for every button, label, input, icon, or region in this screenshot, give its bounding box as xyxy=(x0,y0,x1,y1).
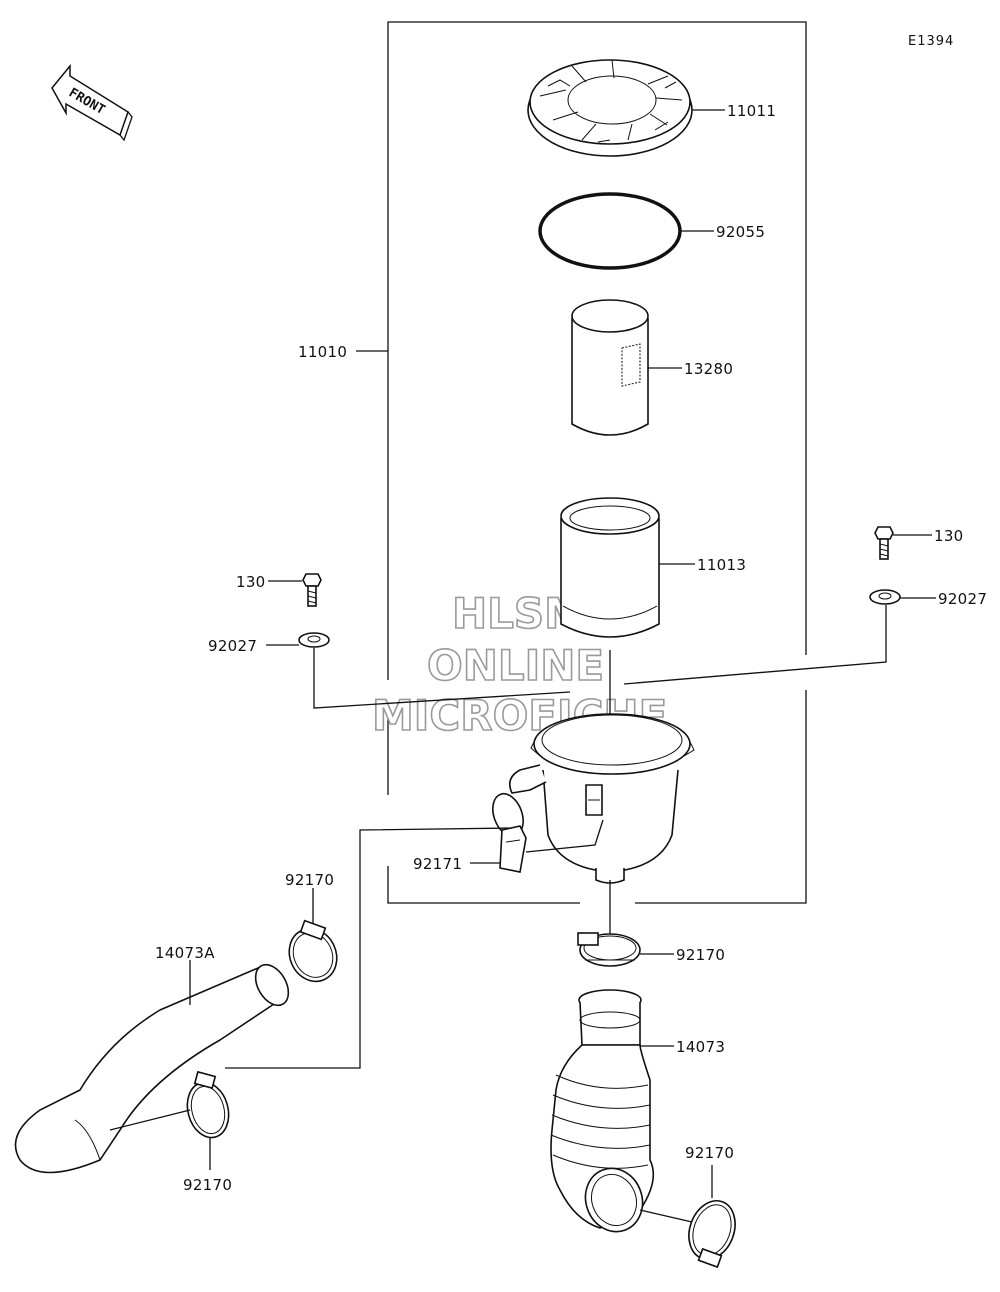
part-14073-bellows: 14073 xyxy=(550,989,725,1233)
label-92170-center: 92170 xyxy=(676,946,725,964)
part-11013-filter: 11013 xyxy=(560,497,746,638)
label-14073: 14073 xyxy=(676,1038,725,1056)
label-92170-bottom-right: 92170 xyxy=(685,1144,734,1162)
part-92170-clamp-center: 92170 xyxy=(577,932,725,967)
part-130-bolt-right: 130 xyxy=(874,526,964,560)
label-130-left: 130 xyxy=(236,573,266,591)
label-11011: 11011 xyxy=(727,102,776,120)
part-14073A-duct: 14073A xyxy=(14,944,290,1174)
label-92027-right: 92027 xyxy=(938,590,987,608)
part-92171-clip: 92171 xyxy=(413,819,604,873)
label-11010: 11010 xyxy=(298,343,347,361)
diagram-code: E1394 xyxy=(908,34,954,49)
part-92027-washer-left: 92027 xyxy=(208,632,330,655)
label-14073A: 14073A xyxy=(155,944,215,962)
label-11013: 11013 xyxy=(697,556,746,574)
part-92170-clamp-top: 92170 xyxy=(285,871,338,983)
part-92055-oring: 92055 xyxy=(538,192,765,270)
part-13280-element: 13280 xyxy=(571,299,733,436)
part-92170-clamp-bottom-right: 92170 xyxy=(639,1144,736,1269)
label-92171: 92171 xyxy=(413,855,462,873)
label-92027-left: 92027 xyxy=(208,637,257,655)
part-130-bolt-left: 130 xyxy=(236,573,322,607)
label-92055: 92055 xyxy=(716,223,765,241)
front-arrow-icon: FRONT xyxy=(51,63,133,142)
part-11011-cover: 11011 xyxy=(527,59,776,157)
watermark-line-2: ONLINE xyxy=(427,641,604,690)
label-92170-top: 92170 xyxy=(285,871,334,889)
label-92170-bottom-left: 92170 xyxy=(183,1176,232,1194)
label-13280: 13280 xyxy=(684,360,733,378)
part-92027-washer-right: 92027 xyxy=(869,589,987,608)
label-130-right: 130 xyxy=(934,527,964,545)
part-92170-clamp-bottom-left: 92170 xyxy=(109,1070,232,1194)
